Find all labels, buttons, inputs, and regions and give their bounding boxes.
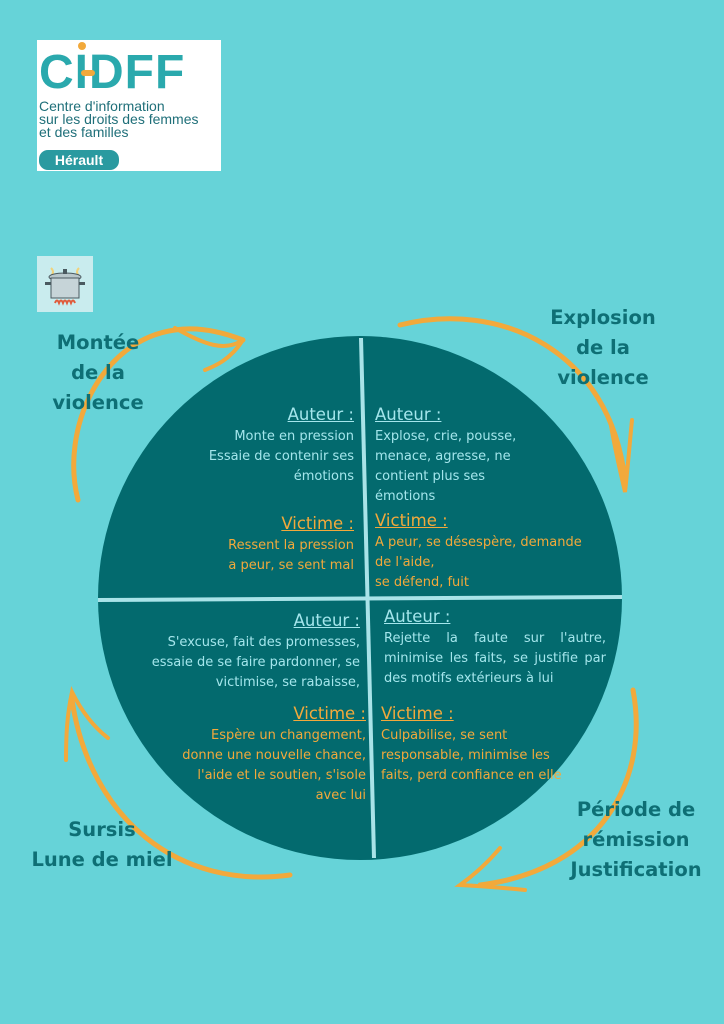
author-heading: Auteur :	[293, 611, 360, 630]
victim-heading: Victime :	[375, 511, 448, 530]
quadrant-br-victim: Victime : Culpabilise, se sent responsab…	[381, 702, 563, 786]
cidff-logo: CIDFF Centre d'information sur les droit…	[37, 40, 221, 171]
horizontal-divider	[97, 595, 623, 602]
phase-label-remission: Période de rémission Justification	[570, 798, 702, 881]
victim-description: A peur, se désespère, demande de l'aide,…	[375, 535, 582, 590]
victim-description: Ressent la pression a peur, se sent mal	[228, 538, 354, 573]
author-heading: Auteur :	[384, 607, 451, 626]
victim-heading: Victime :	[281, 514, 354, 533]
cooking-pot-icon	[37, 256, 93, 312]
quadrant-bl-author: Auteur : S'excuse, fait des promesses, e…	[120, 609, 360, 693]
arrow-bottom-right-icon	[454, 687, 639, 892]
victim-heading: Victime :	[381, 704, 454, 723]
quadrant-tr-victim: Victime : A peur, se désespère, demande …	[375, 509, 600, 593]
quadrant-tl-author: Auteur : Monte en pression Essaie de con…	[160, 403, 354, 487]
quadrant-bl-victim: Victime : Espère un changement, donne un…	[150, 702, 366, 806]
author-description: Rejette la faute sur l'autre, minimise l…	[384, 631, 606, 686]
phase-label-honeymoon: Sursis Lune de miel	[31, 818, 173, 871]
quadrant-tr-author: Auteur : Explose, crie, pousse, menace, …	[375, 403, 535, 507]
phase-label-explosion: Explosion de la violence	[550, 306, 656, 389]
author-description: Monte en pression Essaie de contenir ses…	[208, 429, 354, 484]
arrow-top-right-icon	[397, 316, 634, 493]
author-description: S'excuse, fait des promesses, essaie de …	[151, 635, 360, 690]
logo-tagline: Centre d'information sur les droits des …	[39, 98, 221, 140]
logo-bar-icon	[81, 70, 95, 76]
logo-tagline-line: sur les droits des femmes	[39, 111, 199, 127]
victim-description: Espère un changement, donne une nouvelle…	[182, 728, 366, 803]
author-heading: Auteur :	[375, 405, 442, 424]
quadrant-tl-victim: Victime : Ressent la pression a peur, se…	[160, 512, 354, 576]
logo-region-badge: Hérault	[39, 150, 119, 170]
quadrant-br-author: Auteur : Rejette la faute sur l'autre, m…	[384, 605, 606, 689]
logo-wordmark: CIDFF	[39, 46, 186, 99]
logo-tagline-line: Centre d'information	[39, 98, 165, 114]
author-description: Explose, crie, pousse, menace, agresse, …	[375, 429, 517, 504]
author-heading: Auteur :	[287, 405, 354, 424]
phase-label-rising: Montée de la violence	[52, 331, 144, 414]
logo-tagline-line: et des familles	[39, 124, 129, 140]
vertical-divider	[359, 337, 376, 859]
victim-heading: Victime :	[293, 704, 366, 723]
arrow-bottom-left-icon	[64, 686, 293, 880]
victim-description: Culpabilise, se sent responsable, minimi…	[381, 728, 562, 783]
arrow-top-left-icon	[71, 326, 246, 503]
logo-dot-icon	[78, 42, 86, 50]
